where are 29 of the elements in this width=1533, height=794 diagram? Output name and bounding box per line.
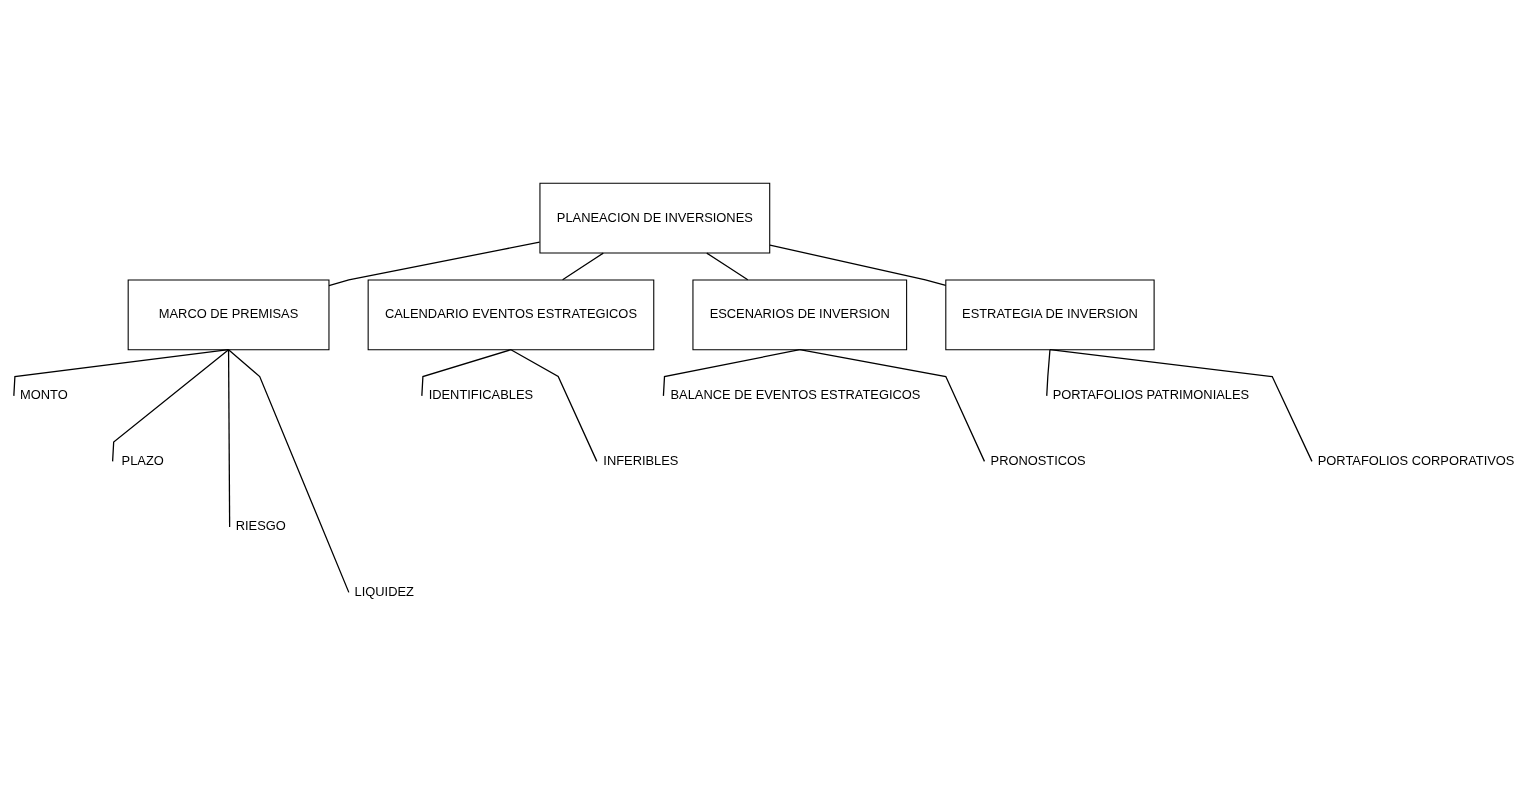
connector xyxy=(510,348,598,462)
connector xyxy=(111,348,230,462)
node-box: MARCO DE PREMISAS xyxy=(127,278,330,350)
connector xyxy=(227,348,231,528)
connector xyxy=(227,348,350,593)
node-box: ESCENARIOS DE INVERSION xyxy=(692,278,908,350)
connector xyxy=(1049,348,1313,462)
node-text: INFERIBLES xyxy=(603,452,679,468)
connector xyxy=(13,348,230,397)
node-text: MONTO xyxy=(20,386,68,402)
node-box: ESTRATEGIA DE INVERSION xyxy=(945,278,1155,350)
node-text: RIESGO xyxy=(235,517,286,533)
node-box: PLANEACION DE INVERSIONES xyxy=(539,182,771,254)
connector xyxy=(421,348,512,397)
node-text: PORTAFOLIOS CORPORATIVOS xyxy=(1317,452,1515,468)
connector xyxy=(662,348,801,397)
connector xyxy=(799,348,986,462)
node-box: CALENDARIO EVENTOS ESTRATEGICOS xyxy=(367,278,655,350)
connector xyxy=(1046,348,1051,397)
connector xyxy=(706,251,749,280)
node-text: LIQUIDEZ xyxy=(354,583,414,599)
node-text: BALANCE DE EVENTOS ESTRATEGICOS xyxy=(670,386,921,402)
connector xyxy=(769,243,947,286)
connector xyxy=(328,240,541,286)
node-text: PLAZO xyxy=(121,452,164,468)
node-text: IDENTIFICABLES xyxy=(428,386,534,402)
node-text: PRONOSTICOS xyxy=(990,452,1086,468)
node-text: PORTAFOLIOS PATRIMONIALES xyxy=(1052,386,1250,402)
connector xyxy=(561,251,604,280)
